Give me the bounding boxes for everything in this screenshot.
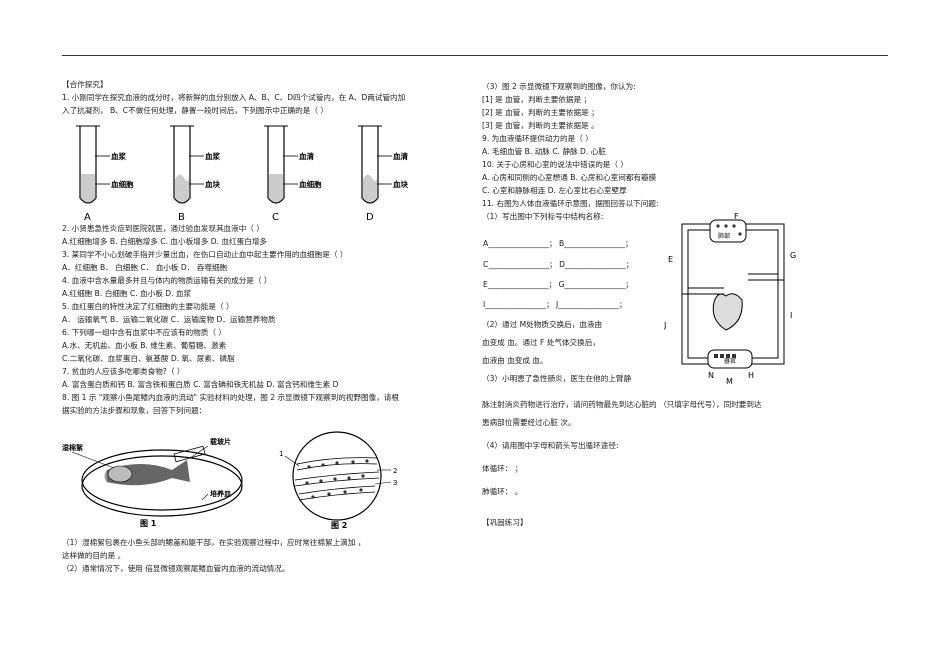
question-line: （3）图 2 示显微镜下观察到的图像，你认为: [482, 82, 636, 91]
question-line: （3）小明患了急性肠炎，医生在他的上臂静 [482, 374, 632, 383]
right-column-top: （3）图 2 示显微镜下观察到的图像，你认为: [1] 是 血管，判断主要依据是… [482, 80, 887, 223]
left-column: 【合作探究】 1. 小刚同学在探究血液的成分时，将新鲜的血分别放入 A、B、C、… [62, 78, 464, 117]
fig-questions: （1）湿棉絮包裹在小鱼头部的鳃盖和躯干部，在实验观察过程中，应时常往棉絮上滴加 … [62, 536, 464, 575]
tube-c-letter: C [272, 212, 279, 222]
label-H: H [748, 371, 754, 380]
circulation-diagram: 肺部 器官 F G E I J N M H [664, 212, 796, 386]
label-j: J [556, 300, 559, 309]
tube-b-bottom-label: 血块 [205, 179, 220, 189]
question-line: 10. 关于心房和心室的说法中错误的是（ ） [482, 160, 628, 169]
option-line: C.二氧化碳、血浆蛋白、氨基酸 D. 氧、尿素、磷脂 [62, 354, 235, 363]
question-line: （4）请用图中字母和箭头写出循环途径: [482, 441, 619, 450]
fig2-label-2: 2 [393, 467, 397, 475]
tube-b-letter: B [178, 212, 185, 222]
question-line: 血液由 血变成 血。 [482, 356, 548, 365]
name-row: A________________； B________________； [483, 239, 633, 248]
label-dish: 培养皿 [210, 489, 231, 498]
tube-d-letter: D [366, 212, 374, 222]
label-g: G [558, 280, 565, 289]
question-line: 6. 下列哪一组中含有血浆中不应该有的物质（ ） [62, 328, 226, 337]
fig1-caption: 图 1 [140, 519, 157, 528]
label-wet-cotton: 湿棉絮 [62, 443, 83, 452]
label-slide: 载玻片 [210, 437, 231, 446]
q1-text: 1. 小刚同学在探究血液的成分时，将新鲜的血分别放入 A、B、C、D四个试管内，… [62, 93, 406, 102]
tube-b-top-label: 血浆 [205, 151, 220, 161]
tube-d-top-label: 血清 [393, 151, 408, 161]
test-tube-figure: 血浆 血细胞 A 血浆 血块 B 血清 血细胞 C 血清 血块 D [76, 125, 408, 222]
question-line: 患病部位需要经过心脏 次。 [482, 418, 576, 427]
answer-line: [3] 是 血管，判断的主要依据是 。 [482, 121, 599, 130]
label-J: J [664, 321, 666, 330]
question-line: 3. 某同学不小心划破手指并少量出血，在伤口自动止血中起主要作用的血细胞是（ ） [62, 250, 348, 259]
tube-a-letter: A [84, 212, 91, 222]
question-line: 5. 血红蛋白的特性决定了红细胞的主要功能是（ ） [62, 302, 234, 311]
name-row: E________________； G________________； [483, 280, 633, 289]
right-column-mid: （2）通过 M处物质交换后，血液由 血变成 血。通过 F 处气体交换后， 血液由… [482, 318, 682, 385]
question-line: （1）湿棉絮包裹在小鱼头部的鳃盖和躯干部，在实验观察过程中，应时常往棉絮上滴加 … [62, 538, 366, 547]
label-c: C [483, 260, 489, 269]
option-line: A.水、无机盐、血小板 B. 维生素、葡萄糖、激素 [62, 341, 227, 350]
question-line: 据实验的方法步骤和现象，回答下列问题： [62, 406, 207, 415]
label-i: I [483, 300, 486, 309]
tube-d-bottom-label: 血块 [393, 179, 408, 189]
label-d: D [559, 260, 565, 269]
figure-1-fish: 湿棉絮 载玻片 培养皿 图 1 [62, 437, 243, 528]
answer-line: [1] 是 血管，判断主要依据是 ； [482, 95, 592, 104]
fig2-label-1: 1 [279, 450, 283, 458]
label-b: B [558, 239, 565, 248]
label-a: A [483, 239, 489, 248]
tube-c: 血清 血细胞 C [264, 125, 322, 222]
tube-c-bottom-label: 血细胞 [299, 179, 322, 189]
q1-text: 入了抗凝剂， B、C不做任何处理，静置一段时间后，下列图示中正确的是（ ） [62, 106, 328, 115]
fig2-label-3: 3 [393, 479, 397, 487]
question-line: 2. 小贤患急性炎症到医院就医，通过验血发现其血液中（ ） [62, 224, 264, 233]
option-line: A．红细胞 B． 白细胞 C． 血小板 D． 吞噬细胞 [62, 263, 228, 272]
question-line: 7. 贫血的人应该多吃哪类食物?（ ） [62, 367, 185, 376]
question-line: 4. 血液中含水量最多并且与体内的物质运输有关的成分是（ ） [62, 276, 272, 285]
option-line: A.红细胞增多 B. 白细胞增多 C. 血小板增多 D. 血红蛋白增多 [62, 237, 268, 246]
option-line: A． 运输氧气 B．运输二氧化碳 C．运输废物 D．运输营养物质 [62, 315, 276, 324]
fig2-caption: 图 2 [331, 521, 347, 530]
label-lung: 肺部 [718, 232, 730, 240]
question-line: 血变成 血。通过 F 处气体交换后， [482, 338, 600, 347]
section-heading: 【合作探究】 [62, 80, 108, 89]
option-line: A. 富含蛋白质和钙 B. 富含铁和蛋白质 C. 富含碘和铁无机盐 D. 富含钙… [62, 380, 339, 389]
section-heading: 【巩固练习】 [482, 518, 528, 527]
name-row: I________________； J________________； [483, 300, 627, 309]
tube-d: 血清 血块 D [358, 125, 408, 222]
question-line: （2）通常情况下，使用 倍显微镜观察尾鳍血管内血液的流动情况。 [62, 564, 290, 573]
question-line: （2）通过 M处物质交换后，血液由 [482, 320, 603, 329]
option-line: A. 毛细血管 B. 动脉 C. 静脉 D. 心脏 [482, 147, 606, 156]
name-row: C________________； D________________； [483, 260, 634, 269]
question-line: 11. 右图为人体血液循环示意图，据图回答以下问题: [482, 199, 659, 208]
question-line: 这样做的目的是 。 [62, 551, 126, 560]
label-e: E [483, 280, 488, 289]
tube-c-top-label: 血清 [299, 151, 314, 161]
tube-b: 血浆 血块 B [170, 125, 220, 222]
label-N: N [708, 371, 714, 380]
label-I: I [790, 311, 792, 320]
label-E: E [668, 255, 673, 264]
label-M: M [726, 377, 733, 386]
answer-line: 体循环： ； [482, 464, 523, 473]
answer-line: [2] 是 血管，判断的主要依据是 ； [482, 108, 599, 117]
question-line: 8. 图 1 示 "观察小鱼尾鳍内血液的流动" 实验材料的处理，图 2 示显微镜… [62, 393, 399, 402]
option-line: C. 心室和静脉相连 D. 左心室比右心室壁厚 [482, 186, 627, 195]
label-G: G [790, 251, 796, 260]
question-line: 9. 为血液循环提供动力的是（ ） [482, 134, 593, 143]
tube-a-top-label: 血浆 [111, 151, 126, 161]
label-organ: 器官 [724, 357, 736, 365]
header-rule [62, 55, 888, 56]
figure-2-microscope-view: 1 2 3 图 2 [279, 431, 397, 530]
label-F: F [734, 212, 739, 221]
answer-line: 肺循环： 。 [482, 487, 523, 496]
right-column-bottom: 脉注射消炎药物进行治疗，请问药物最先到达心脏的 （只填字母代号），同时要到达 患… [482, 398, 887, 529]
tube-a: 血浆 血细胞 A [76, 125, 134, 222]
questions-2-8: 2. 小贤患急性炎症到医院就医，通过验血发现其血液中（ ） A.红细胞增多 B.… [62, 222, 464, 417]
tube-a-bottom-label: 血细胞 [111, 179, 134, 189]
question-line: （1）写出图中下列标号中结构名称: [482, 212, 604, 221]
option-line: A. 心房和同侧的心室想通 B. 心房和心室间都有瓣膜 [482, 173, 657, 182]
question-line: 脉注射消炎药物进行治疗，请问药物最先到达心脏的 （只填字母代号），同时要到达 [482, 400, 762, 409]
option-line: A.红细胞 B. 白细胞 C. 血小板 D. 血浆 [62, 289, 192, 298]
